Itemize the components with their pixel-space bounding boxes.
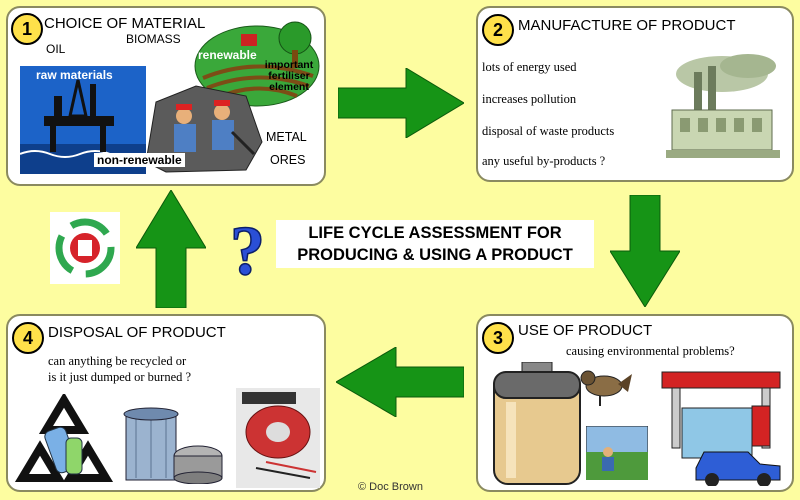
step1-number: 1 [11,13,43,45]
cable-reel-icon [236,388,320,488]
oil-label: OIL [46,42,66,56]
step2-item-3: disposal of waste products [482,124,615,138]
step4-title: DISPOSAL OF PRODUCT [48,324,226,341]
step4-box: 4 DISPOSAL OF PRODUCT can anything be re… [6,314,326,492]
bin-icon [123,407,223,484]
non-renewable-label: non-renewable [94,153,185,167]
step3-number: 3 [482,322,514,354]
step2-item-1: lots of energy used [482,60,577,74]
recycling-bottles-icon [14,394,114,482]
diagram-title-line2: PRODUCING & USING A PRODUCT [297,246,573,264]
petrol-station-icon [661,371,781,486]
arrow-down [610,195,680,307]
step3-title: USE OF PRODUCT [518,322,653,339]
recycle-icon [50,212,120,284]
step2-number: 2 [482,14,514,46]
miners-icon [145,85,263,173]
diagram-title: LIFE CYCLE ASSESSMENT FOR PRODUCING & US… [276,220,594,268]
step1-title: CHOICE OF MATERIAL [44,15,206,32]
step2-box: 2 MANUFACTURE OF PRODUCT lots of energy … [476,6,794,182]
fertiliser-text: important fertiliser element [264,59,314,93]
step2-item-2: increases pollution [482,92,577,106]
step4-line1: can anything be recycled or [48,354,187,368]
step2-title: MANUFACTURE OF PRODUCT [518,17,736,34]
farm-field-icon [194,21,320,107]
arrow-right [338,68,464,138]
ores-label: ORES [270,153,306,167]
step3-subtitle: causing environmental problems? [566,344,735,358]
battery-icon [493,362,581,485]
arrow-up [136,190,206,308]
fertiliser-label: important fertiliser element [254,60,324,93]
renewable-label: renewable [198,48,257,62]
farmer-field-icon [586,426,648,480]
question-mark-icon: ? [229,214,266,282]
svg-text:?: ? [230,214,265,282]
copyright: © Doc Brown [358,481,423,493]
raw-materials-label: raw materials [36,68,113,82]
step1-box: 1 CHOICE OF MATERIAL OIL BIOMASS raw mat… [6,6,326,186]
step2-item-4: any useful by-products ? [482,154,606,168]
diagram-title-line1: LIFE CYCLE ASSESSMENT FOR [308,224,562,242]
metal-label: METAL [266,130,307,144]
factory-icon [666,54,780,158]
step4-number: 4 [12,322,44,354]
step4-line2: is it just dumped or burned ? [48,370,192,384]
hawk-icon [580,370,632,406]
step3-box: 3 USE OF PRODUCT causing environmental p… [476,314,794,492]
arrow-left [336,347,464,417]
biomass-label: BIOMASS [126,32,181,46]
